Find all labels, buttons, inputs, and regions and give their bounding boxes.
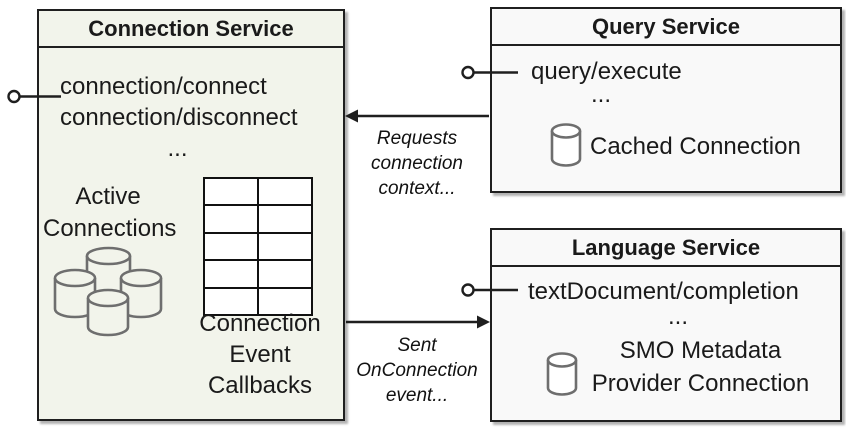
arrow-left-icon	[345, 109, 489, 123]
connection-service-box: Connection Service connection/connect co…	[37, 9, 345, 421]
connection-service-methods: connection/connect connection/disconnect…	[60, 71, 322, 164]
query-service-box: Query Service query/execute ... Cached C…	[490, 7, 842, 193]
language-service-title: Language Service	[492, 230, 840, 267]
database-cluster-icon	[53, 246, 163, 337]
method-connection-disconnect: connection/disconnect	[60, 104, 298, 131]
connection-event-callbacks-label: Connection Event Callbacks	[199, 310, 321, 399]
query-service-title: Query Service	[492, 9, 840, 46]
table-grid-icon	[203, 177, 313, 316]
method-textdocument-completion: textDocument/completion	[528, 278, 799, 305]
requests-context-arrow-label: Requests connection context...	[371, 128, 463, 199]
cached-connection-label: Cached Connection	[590, 133, 801, 160]
language-service-box: Language Service textDocument/completion…	[490, 228, 842, 422]
grid-cell	[205, 233, 257, 260]
sent-event-arrow-label: Sent OnConnection event...	[356, 335, 478, 406]
methods-ellipsis: ...	[167, 135, 188, 162]
grid-cell	[259, 288, 311, 314]
database-cylinder-icon	[546, 352, 578, 396]
grid-cell	[259, 233, 311, 260]
database-cylinder-icon	[550, 123, 582, 167]
grid-cell	[205, 206, 257, 232]
grid-cell	[205, 261, 257, 287]
grid-cell	[259, 179, 311, 205]
connection-service-title: Connection Service	[39, 11, 343, 48]
grid-cell	[205, 288, 257, 314]
language-methods-ellipsis: ...	[667, 303, 688, 330]
method-connection-connect: connection/connect	[60, 73, 267, 100]
active-connections-label: Active Connections	[43, 183, 177, 242]
query-methods-ellipsis: ...	[590, 81, 611, 108]
grid-cell	[205, 179, 257, 205]
grid-cell	[259, 261, 311, 287]
method-query-execute: query/execute	[531, 58, 682, 85]
arrow-right-icon	[346, 315, 490, 329]
smo-metadata-provider-label: SMO Metadata Provider Connection	[591, 337, 810, 397]
grid-cell	[259, 206, 311, 232]
